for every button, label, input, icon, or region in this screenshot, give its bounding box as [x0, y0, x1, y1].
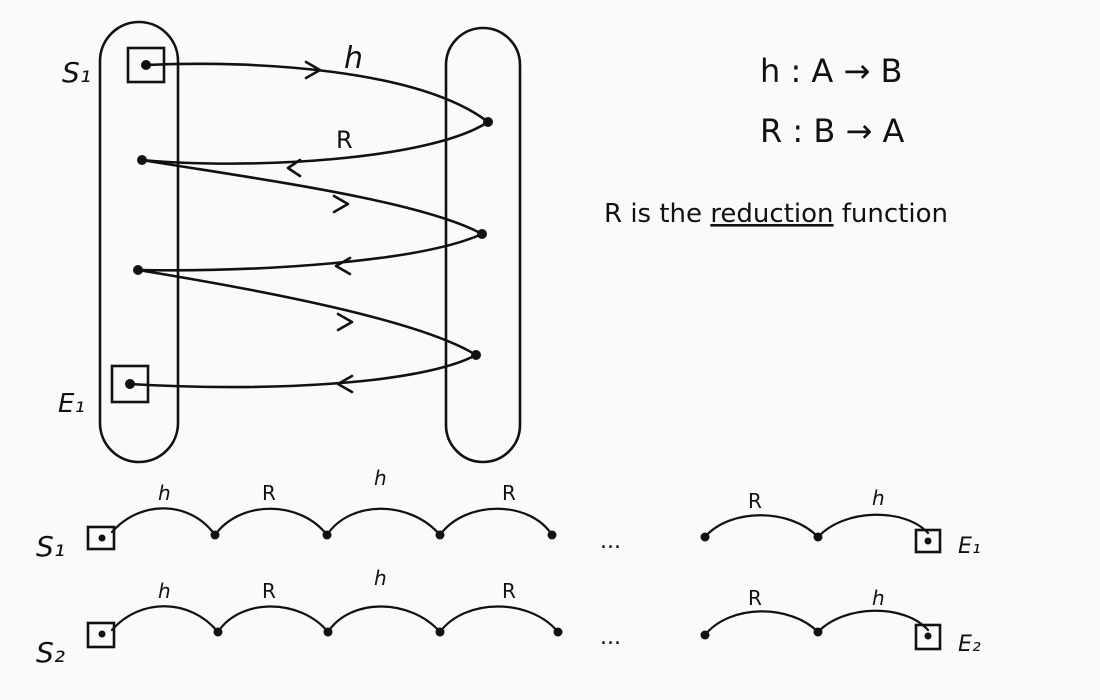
h-arrow-2: [140, 158, 484, 236]
chain-1-tail-arc-2: [816, 513, 930, 539]
h-arrowhead-2: [332, 194, 350, 214]
chain-2-label-2: R: [262, 579, 276, 603]
chain-1-arc-2: [213, 507, 329, 537]
chain-2-arc-2: [216, 605, 330, 634]
chain-2-end-box: [914, 623, 942, 651]
r-arrowhead-3: [336, 374, 354, 394]
chain-1-label-4: R: [502, 481, 516, 505]
chain-1-end-box: [914, 528, 942, 554]
r-arrow-1: [140, 120, 490, 165]
chain-1-end-label: E₁: [958, 534, 981, 559]
chain-2: S₂ h R h R ... R h E₂: [36, 566, 981, 669]
chain-2-arc-3: [326, 605, 442, 634]
chain-2-label-1: h: [158, 579, 171, 603]
chain-2-ellipsis: ...: [600, 625, 621, 650]
h-arrowhead-3: [336, 312, 354, 332]
chain-2-arc-4: [438, 605, 560, 634]
chain-1-label-2: R: [262, 481, 276, 505]
r-arrow-2: [136, 232, 484, 272]
h-arrow-3: [136, 268, 478, 357]
legend-h-definition: h : A → B: [760, 52, 902, 90]
chain-2-node-1: [213, 627, 223, 637]
chain-1-start-point: [98, 534, 106, 542]
chain-1-start-box: [86, 525, 116, 551]
set-a-oval: [98, 20, 180, 464]
end-label: E₁: [58, 389, 85, 419]
chain-2-tail-arc-1: [703, 610, 820, 637]
legend-reduction-prefix: R is the: [604, 199, 710, 229]
chain-2-start-label: S₂: [36, 636, 65, 669]
legend-reduction-sentence: R is the reduction function: [604, 199, 948, 229]
chain-1-end-point: [924, 537, 932, 545]
chain-1-arc-4: [438, 507, 554, 537]
chain-2-label-4: R: [502, 579, 516, 603]
chain-2-node-3: [435, 627, 445, 637]
chain-1-arc-3: [325, 507, 442, 537]
chain-1-arc-1: [110, 507, 217, 537]
chain-2-arc-1: [110, 605, 220, 634]
set-b-oval: [444, 26, 522, 464]
chain-1-ellipsis: ...: [600, 529, 621, 554]
r-arrowhead-1: [286, 158, 302, 178]
legend-reduction-suffix: function: [834, 199, 948, 229]
chain-1-tail-label-2: h: [872, 486, 885, 510]
chain-2-label-3: h: [374, 566, 387, 590]
chain-2-node-4: [553, 627, 563, 637]
chain-2-tail-label-2: h: [872, 586, 885, 610]
chain-1-node-1: [210, 530, 220, 540]
r-arrow-3: [128, 353, 478, 389]
chain-2-start-box: [86, 621, 116, 649]
chain-1-start-label: S₁: [36, 530, 65, 563]
chain-2-end-label: E₂: [958, 632, 981, 657]
h-label: h: [344, 41, 363, 76]
chain-2-start-point: [98, 630, 106, 638]
chain-2-tail-arc-2: [816, 609, 930, 634]
h-arrow-1: [144, 62, 490, 124]
chain-2-end-point: [924, 632, 932, 640]
legend-reduction-word: reduction: [710, 199, 833, 229]
chain-1-tail-label-1: R: [748, 489, 762, 513]
r-arrowhead-2: [334, 256, 352, 276]
legend-r-definition: R : B → A: [760, 112, 904, 150]
chain-1-node-2: [322, 530, 332, 540]
mapping-diagram: S₁ E₁ h R: [58, 20, 522, 464]
chain-1-label-3: h: [374, 466, 387, 490]
chain-1-node-3: [435, 530, 445, 540]
chain-2-node-2: [323, 627, 333, 637]
chain-1-tail-arc-1: [703, 514, 820, 539]
legend: h : A → B R : B → A R is the reduction f…: [604, 52, 948, 229]
chain-1: S₁ h R h R ... R h E₁: [36, 466, 981, 563]
chain-1-node-4: [547, 530, 557, 540]
r-label: R: [336, 126, 353, 154]
h-arrowhead-1: [304, 60, 322, 80]
start-label: S₁: [62, 56, 91, 89]
chain-2-tail-label-1: R: [748, 586, 762, 610]
chain-1-label-1: h: [158, 481, 171, 505]
